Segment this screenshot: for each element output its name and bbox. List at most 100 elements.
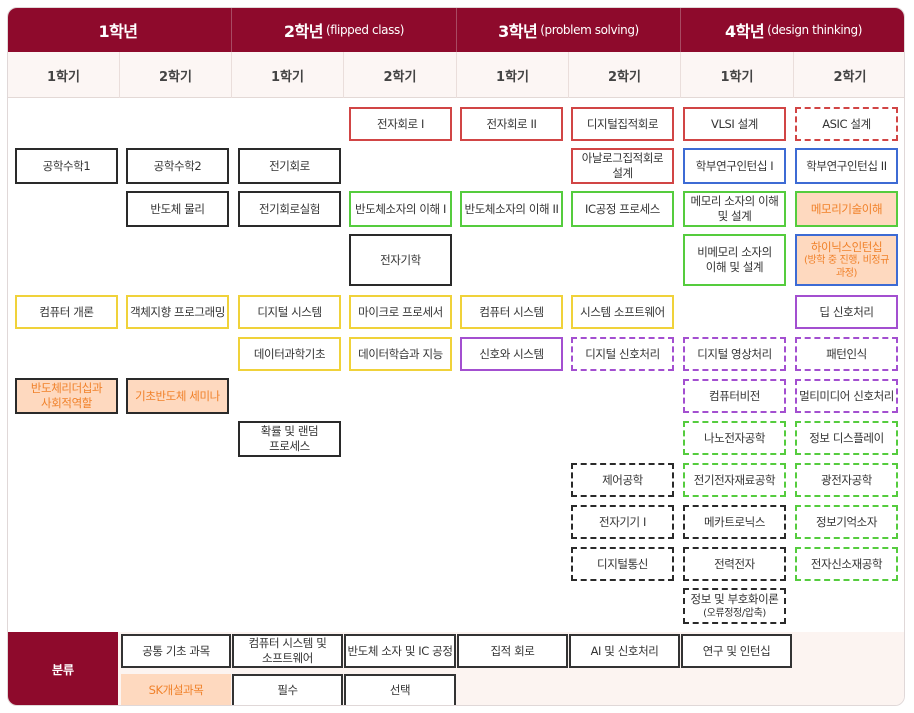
course-box: 반도체 물리 xyxy=(126,191,229,227)
course-box: 객체지향 프로그래밍 xyxy=(126,295,229,329)
course-line: 정보 및 부호화이론 xyxy=(690,592,779,607)
legend-device: 반도체 소자 및 IC 공정 xyxy=(344,634,456,668)
year-subtitle: (problem solving) xyxy=(540,23,639,37)
course-line: 반도체리더십과 xyxy=(30,381,103,396)
semester-header-row: 1학기 2학기 1학기 2학기 1학기 2학기 1학기 2학기 xyxy=(8,52,904,98)
year-header-row: 1학년 2학년 (flipped class) 3학년 (problem sol… xyxy=(8,8,904,52)
course-box: 전기회로실험 xyxy=(238,191,341,227)
legend-required: 필수 xyxy=(232,674,343,705)
legend-research: 연구 및 인턴십 xyxy=(681,634,792,668)
course-line: 아날로그집적회로 xyxy=(581,151,664,166)
course-box: 공학수학1 xyxy=(15,148,118,184)
course-box: 신호와 시스템 xyxy=(460,337,563,371)
course-line: 비메모리 소자의 xyxy=(697,245,772,260)
course-box-sk: 기초반도체 세미나 xyxy=(126,378,229,414)
course-line: 과정) xyxy=(835,268,858,280)
semester-header: 2학기 xyxy=(568,52,680,98)
legend-ic: 집적 회로 xyxy=(457,634,568,668)
course-box-sk: 반도체리더십과 사회적역할 xyxy=(15,378,118,414)
course-box: 학부연구인턴십 I xyxy=(683,148,786,184)
course-box: 디지털집적회로 xyxy=(571,107,674,141)
course-box: 반도체소자의 이해 II xyxy=(460,191,563,227)
course-box: 전자회로 II xyxy=(460,107,563,141)
course-box: 마이크로 프로세서 xyxy=(349,295,452,329)
course-box: 전자기기 I xyxy=(571,505,674,539)
course-box: 나노전자공학 xyxy=(683,421,786,455)
year-2-header: 2학년 (flipped class) xyxy=(231,8,456,52)
semester-header: 1학기 xyxy=(231,52,343,98)
course-line: 하이닉스인턴십 xyxy=(810,239,883,254)
legend-sk: SK개설과목 xyxy=(121,674,231,705)
course-box: 학부연구인턴십 II xyxy=(795,148,898,184)
course-box: 데이터과학기초 xyxy=(238,337,341,371)
legend-common: 공통 기초 과목 xyxy=(121,634,231,668)
course-box: 데이터학습과 지능 xyxy=(349,337,452,371)
course-box: 컴퓨터비전 xyxy=(683,379,786,413)
course-box: 전기전자재료공학 xyxy=(683,463,786,497)
course-box: 컴퓨터 개론 xyxy=(15,295,118,329)
course-box: 멀티미디어 신호처리 xyxy=(795,379,898,413)
course-box: 광전자공학 xyxy=(795,463,898,497)
course-box: 공학수학2 xyxy=(126,148,229,184)
course-box-sk: 메모리기술이해 xyxy=(795,191,898,227)
legend-ai: AI 및 신호처리 xyxy=(569,634,680,668)
course-box: 디지털 영상처리 xyxy=(683,337,786,371)
course-box: VLSI 설계 xyxy=(683,107,786,141)
year-subtitle: (design thinking) xyxy=(767,23,863,37)
semester-header: 1학기 xyxy=(680,52,793,98)
year-name: 2학년 xyxy=(283,22,324,41)
course-box: 디지털 시스템 xyxy=(238,295,341,329)
legend: 분류 공통 기초 과목 SK개설과목 컴퓨터 시스템 및 소프트웨어 필수 반도… xyxy=(8,632,904,705)
course-box: 디지털 신호처리 xyxy=(571,337,674,371)
year-name: 3학년 xyxy=(498,22,538,41)
course-box: 전기회로 xyxy=(238,148,341,184)
year-name: 4학년 xyxy=(724,22,765,41)
course-line: (오류정정/압축) xyxy=(703,607,766,619)
curriculum-table: 1학년 2학년 (flipped class) 3학년 (problem sol… xyxy=(7,7,905,706)
semester-header: 1학기 xyxy=(47,69,80,85)
semester-header: 2학기 xyxy=(793,52,904,98)
legend-line: 컴퓨터 시스템 및 xyxy=(248,636,327,651)
course-box: 전자회로 I xyxy=(349,107,452,141)
year-subtitle: (flipped class) xyxy=(325,23,405,37)
course-box: 정보 디스플레이 xyxy=(795,421,898,455)
course-box: 반도체소자의 이해 I xyxy=(349,191,452,227)
course-box: 확률 및 랜덤 프로세스 xyxy=(238,421,341,457)
legend-line: 소프트웨어 xyxy=(262,651,313,665)
course-box: 디지털통신 xyxy=(571,547,674,581)
course-box: 딥 신호처리 xyxy=(795,295,898,329)
course-box: 정보 및 부호화이론 (오류정정/압축) xyxy=(683,588,786,624)
course-box: 패턴인식 xyxy=(795,337,898,371)
course-line: 확률 및 랜덤 xyxy=(260,424,319,439)
course-box: 전자신소재공학 xyxy=(795,547,898,581)
legend-computer-system: 컴퓨터 시스템 및 소프트웨어 xyxy=(232,634,343,668)
course-box: 메모리 소자의 이해 및 설계 xyxy=(683,191,786,227)
course-grid: 공학수학1 컴퓨터 개론 반도체리더십과 사회적역할 공학수학2 반도체 물리 … xyxy=(8,8,904,705)
course-box: ASIC 설계 xyxy=(795,107,898,141)
course-box: 제어공학 xyxy=(571,463,674,497)
course-line: 프로세스 xyxy=(269,439,310,453)
legend-elective: 선택 xyxy=(344,674,456,705)
course-line: 사회적역할 xyxy=(41,396,92,410)
course-line: (방학 중 진행, 비정규 xyxy=(803,255,890,267)
course-box: IC공정 프로세스 xyxy=(571,191,674,227)
course-box-sk: 하이닉스인턴십 (방학 중 진행, 비정규 과정) xyxy=(795,234,898,286)
semester-header: 2학기 xyxy=(343,52,456,98)
course-box: 시스템 소프트웨어 xyxy=(571,295,674,329)
course-line: 및 설계 xyxy=(717,209,752,223)
semester-header: 1학기 xyxy=(456,52,568,98)
course-box: 정보기억소자 xyxy=(795,505,898,539)
course-line: 이해 및 설계 xyxy=(705,260,764,274)
year-name: 1학년 xyxy=(98,22,138,41)
course-line: 설계 xyxy=(612,166,633,180)
course-box: 아날로그집적회로 설계 xyxy=(571,148,674,184)
course-box: 메카트로닉스 xyxy=(683,505,786,539)
year-1-header: 1학년 xyxy=(8,8,231,52)
course-box: 컴퓨터 시스템 xyxy=(460,295,563,329)
course-box: 비메모리 소자의 이해 및 설계 xyxy=(683,234,786,286)
course-line: 메모리 소자의 이해 xyxy=(690,194,779,209)
semester-header: 2학기 xyxy=(119,52,231,98)
course-box: 전자기학 xyxy=(349,234,452,286)
legend-label: 분류 xyxy=(8,632,118,705)
course-box: 전력전자 xyxy=(683,547,786,581)
